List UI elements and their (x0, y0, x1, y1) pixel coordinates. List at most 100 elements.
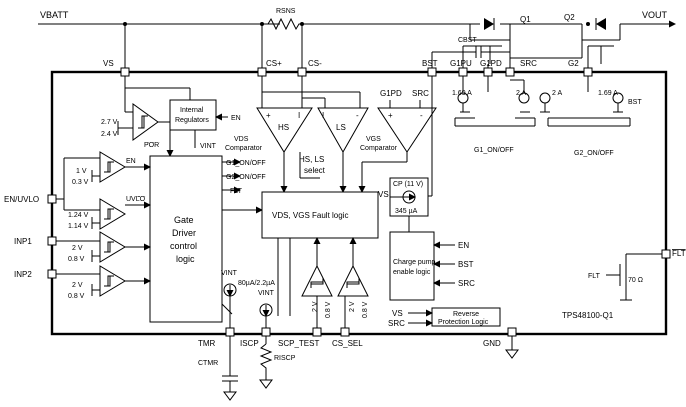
out-g2-on-off: G2_ON/OFF (226, 174, 266, 181)
q1-label: Q1 (520, 15, 531, 24)
pin-inp1-label: INP1 (14, 237, 32, 246)
vint-label-1: VINT (200, 143, 217, 150)
pin-tmr (225, 327, 235, 337)
gate-driver-line3: control (170, 241, 197, 251)
ls-i: I (322, 111, 324, 120)
rp-src-label: SRC (388, 319, 405, 328)
vbatt-label: VBATT (40, 10, 69, 20)
g2-pu-current: 1.69 A (598, 90, 618, 97)
pin-en-uvlo (47, 194, 57, 204)
cp-en-label: EN (458, 241, 469, 250)
inp2-thr-high: 2 V (72, 282, 83, 289)
vds-comparators: + I HS I - LS VDS Comparator HS, LS sele… (225, 76, 369, 193)
en-out-label: EN (126, 158, 136, 165)
rp-vs-label: VS (392, 309, 403, 318)
por-label: POR (144, 142, 159, 149)
ctmr-label: CTMR (198, 360, 218, 367)
tmr-iscp: VINT 80µA/2.2µA VINT (221, 270, 275, 328)
inp1-comparator (99, 231, 126, 263)
scp-comparator (301, 264, 333, 297)
riscp-label: RISCP (274, 355, 296, 362)
vds-comp-line1: VDS (234, 136, 249, 143)
pin-iscp-label: ISCP (240, 339, 259, 348)
flt-gate-label: FLT (588, 273, 601, 280)
q2-mosfet: Q2 (564, 13, 621, 64)
top-pins: VS CS+ CS- BST G1PU G1PD SRC G2 (103, 24, 593, 77)
pin-g2 (583, 67, 593, 77)
g1-pd-current: 2 A (516, 90, 526, 97)
inp1-thr-low: 0.8 V (68, 256, 85, 263)
pin-scp-test-label: SCP_TEST (278, 339, 319, 348)
gate-driver-line1: Gate (174, 215, 194, 225)
pin-g1pd (483, 67, 493, 77)
fault-logic-label: VDS, VGS Fault logic (272, 211, 348, 220)
cbst-capacitor: CBST (432, 37, 510, 58)
out-g1-on-off: G1_ON/OFF (226, 160, 266, 167)
cs-08v: 0.8 V (362, 301, 369, 318)
vgs-comparator-group: G1PD SRC + - VGS Comparator (358, 89, 437, 193)
g1-driver: 1.69 A 2 A G1_ON/OFF (452, 76, 536, 154)
cs-sel-comparator (337, 264, 369, 297)
cbst-label: CBST (458, 37, 477, 44)
part-number: TPS48100-Q1 (562, 311, 614, 320)
uvlo-out-label: UVLO (126, 196, 146, 203)
scp-08v: 0.8 V (325, 301, 332, 318)
charge-pump-section: CP (11 V) 345 µA VS Charge pump enable l… (378, 76, 475, 301)
ls-label: LS (336, 123, 346, 132)
g1-pu-current: 1.69 A (452, 90, 472, 97)
inp2-comparator (99, 265, 126, 297)
regulators-en-label: EN (231, 115, 241, 122)
cs-2v: 2 V (349, 301, 356, 312)
gate-driver-line4: logic (176, 254, 195, 264)
vgs-minus: - (420, 111, 423, 120)
rsns-label: RSNS (276, 8, 296, 15)
flt-output: FLT FLT 70 Ω (588, 249, 686, 301)
g2-bst-label: BST (628, 99, 642, 106)
vbatt-rail: VBATT VOUT (38, 10, 676, 28)
inp2-comparator-group: INP2 2 V 0.8 V (14, 265, 151, 300)
vgs-in-src: SRC (412, 89, 429, 98)
inp2-thr-low: 0.8 V (68, 293, 85, 300)
sense-resistor: RSNS (262, 8, 302, 31)
pin-cs-minus-label: CS- (308, 59, 322, 68)
pin-gnd (507, 327, 517, 337)
iscp-vint-label: VINT (258, 290, 275, 297)
uvlo-thr-high: 1.24 V (68, 212, 89, 219)
hs-ls-select-line2: select (304, 166, 326, 175)
flt-resistance: 70 Ω (628, 277, 643, 284)
cp-src-label: SRC (458, 279, 475, 288)
pin-cs-minus (297, 67, 307, 77)
en-thr-low: 0.3 V (72, 179, 89, 186)
pin-flt (661, 249, 671, 259)
pin-g2-label: G2 (568, 59, 579, 68)
pin-flt-label: FLT (672, 249, 686, 258)
gate-driver-line2: Driver (172, 228, 196, 238)
uvlo-comparator (99, 198, 126, 230)
hs-ls-select-line1: HS, LS (299, 155, 324, 164)
gate-driver-block (149, 155, 223, 323)
pin-iscp (261, 327, 271, 337)
hs-plus: + (266, 111, 271, 120)
pin-inp1 (47, 236, 57, 246)
g1-on-off-label: G1_ON/OFF (474, 147, 514, 154)
pin-cs-sel (340, 327, 350, 337)
tmr-vint-label: VINT (221, 270, 238, 277)
scp-cs-comparators: 2 V 0.8 V 2 V 0.8 V (301, 237, 369, 328)
reverse-prot-line2: Protection Logic (438, 319, 489, 326)
pin-g1pd-label: G1PD (480, 59, 502, 68)
g2-src-current: 2 A (552, 90, 562, 97)
internal-regulators-line1: Internal (180, 107, 204, 114)
scp-2v: 2 V (312, 301, 319, 312)
cp-vs-label: VS (378, 190, 389, 199)
pin-bst-label: BST (422, 59, 438, 68)
cp-enable-line1: Charge pump (393, 259, 436, 266)
pin-cs-sel-label: CS_SEL (332, 339, 363, 348)
bottom-pins: TMR CTMR ISCP RISCP SCP_TEST CS_SEL GND (198, 327, 519, 401)
en-uvlo-comparators: EN/UVLO 1 V 0.3 V EN 1.24 V 1.14 V UVLO (4, 151, 151, 230)
pin-vs-label: VS (103, 59, 114, 68)
por-section: 2.7 V 2.4 V POR Internal Regulators EN V… (101, 76, 241, 157)
g2-driver: 2 A 1.69 A BST G2_ON/OFF (539, 76, 642, 157)
pin-tmr-label: TMR (198, 339, 216, 348)
